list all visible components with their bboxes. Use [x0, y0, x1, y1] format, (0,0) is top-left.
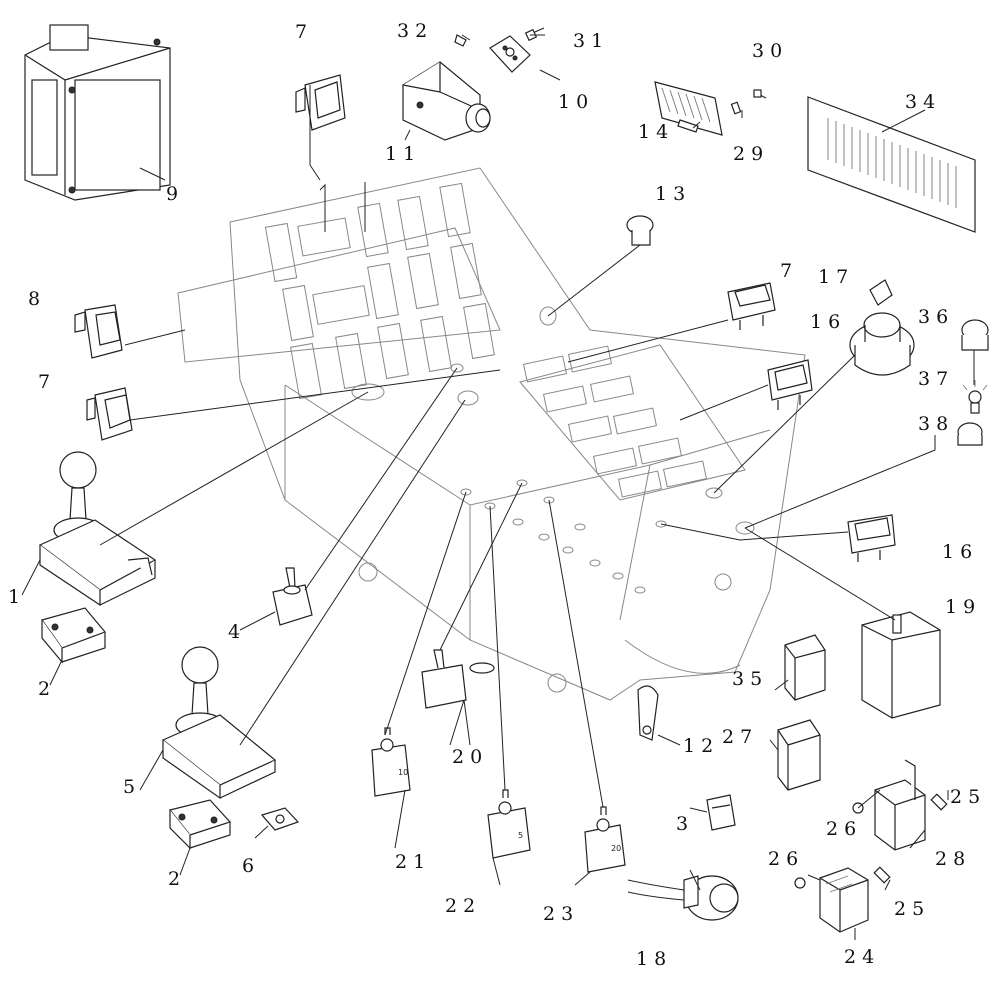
- relay-27: [777, 719, 821, 791]
- bulb-37: [962, 380, 988, 414]
- callout-13: 13: [655, 183, 691, 205]
- callout-1: 1: [8, 586, 26, 608]
- rocker-switch-8: [74, 304, 123, 359]
- breaker-rating-23: 20: [611, 844, 621, 853]
- callout-17: 17: [818, 266, 854, 288]
- buzzer-18: [627, 875, 739, 921]
- callout-29: 29: [733, 143, 769, 165]
- terminal-strip-small: [654, 81, 723, 136]
- circuit-breaker-23: 20: [584, 806, 626, 873]
- callout-30: 30: [752, 40, 788, 62]
- callout-25: 25: [894, 898, 930, 920]
- callout-20: 20: [452, 746, 488, 768]
- callout-38: 38: [918, 413, 954, 435]
- relay-24: [819, 867, 869, 933]
- callout-16: 16: [942, 541, 978, 563]
- screw-30: [753, 89, 767, 99]
- rocker-switch-7-top: [295, 74, 346, 131]
- relay-35: [784, 634, 826, 701]
- callout-4: 4: [228, 621, 246, 643]
- screw-25-upper: [930, 793, 948, 811]
- rocker-switch-7-left: [86, 387, 133, 441]
- joystick-1: [38, 451, 157, 607]
- callout-11: 11: [385, 143, 421, 165]
- toggle-switch-20: [421, 649, 495, 709]
- connector-housing: [402, 61, 491, 141]
- terminal-board: [807, 96, 976, 233]
- right-switch-panel-cutouts: [519, 344, 746, 501]
- callout-labels: 1 2 2 3 4 5 6 7 7 7 8 9 10 11 12 13 14 1…: [8, 20, 986, 970]
- enclosure-box: [24, 24, 171, 201]
- microswitch-block-2-upper: [41, 607, 107, 664]
- callout-7: 7: [295, 21, 313, 43]
- callout-18: 18: [636, 948, 672, 970]
- callout-9: 9: [166, 183, 184, 205]
- cable-clamp-12: [637, 685, 659, 741]
- callout-34: 34: [905, 91, 941, 113]
- breaker-rating-21: 10: [398, 768, 408, 777]
- callout-2: 2: [38, 678, 56, 700]
- callout-2: 2: [168, 868, 186, 890]
- connector-3: [706, 794, 736, 831]
- fuse-box-19: [861, 611, 941, 719]
- circuit-breaker-22: 5: [487, 789, 531, 859]
- indicator-lamp-13: [626, 215, 654, 246]
- circuit-breaker-21: 10: [371, 727, 411, 797]
- switch-panel-cutouts: [177, 182, 501, 400]
- callout-26: 26: [826, 818, 862, 840]
- callout-3: 3: [676, 813, 694, 835]
- leader-lines: [21, 34, 975, 940]
- breaker-rating-22: 5: [518, 831, 523, 840]
- rocker-switch-16-lower: [847, 514, 896, 562]
- callout-7: 7: [38, 371, 56, 393]
- callout-21: 21: [395, 851, 431, 873]
- joystick-5: [161, 646, 277, 800]
- gasket-6: [260, 807, 300, 831]
- callout-32: 32: [397, 20, 433, 42]
- screw-29: [730, 101, 742, 115]
- callout-8: 8: [28, 288, 46, 310]
- callout-10: 10: [558, 91, 594, 113]
- toggle-switch-4: [272, 567, 313, 626]
- callout-31: 31: [573, 30, 609, 52]
- screw-25-lower: [873, 866, 891, 884]
- callout-35: 35: [732, 668, 768, 690]
- callout-23: 23: [543, 903, 579, 925]
- key-switch: [849, 279, 915, 376]
- callout-37: 37: [918, 368, 954, 390]
- callout-6: 6: [242, 855, 260, 877]
- callout-24: 24: [844, 946, 880, 968]
- rocker-switch-16-upper: [767, 359, 813, 410]
- console-housing: [229, 167, 806, 701]
- callout-36: 36: [918, 306, 954, 328]
- console-holes: [351, 306, 755, 594]
- callout-5: 5: [123, 776, 141, 798]
- callout-19: 19: [945, 596, 981, 618]
- callout-26: 26: [768, 848, 804, 870]
- callout-16: 16: [810, 311, 846, 333]
- callout-12: 12: [683, 735, 719, 757]
- socket-plate: [454, 27, 545, 73]
- callout-25: 25: [950, 786, 986, 808]
- lamp-cap-36: [961, 319, 989, 351]
- microswitch-block-2-lower: [168, 799, 232, 850]
- relay-28: [874, 759, 926, 851]
- callout-28: 28: [935, 848, 971, 870]
- callout-7: 7: [780, 260, 798, 282]
- callout-14: 14: [638, 121, 674, 143]
- lamp-socket-38: [957, 422, 983, 446]
- rocker-switch-7-right: [727, 282, 776, 330]
- callout-27: 27: [722, 726, 758, 748]
- nut-26-lower: [794, 877, 806, 889]
- callout-22: 22: [445, 895, 481, 917]
